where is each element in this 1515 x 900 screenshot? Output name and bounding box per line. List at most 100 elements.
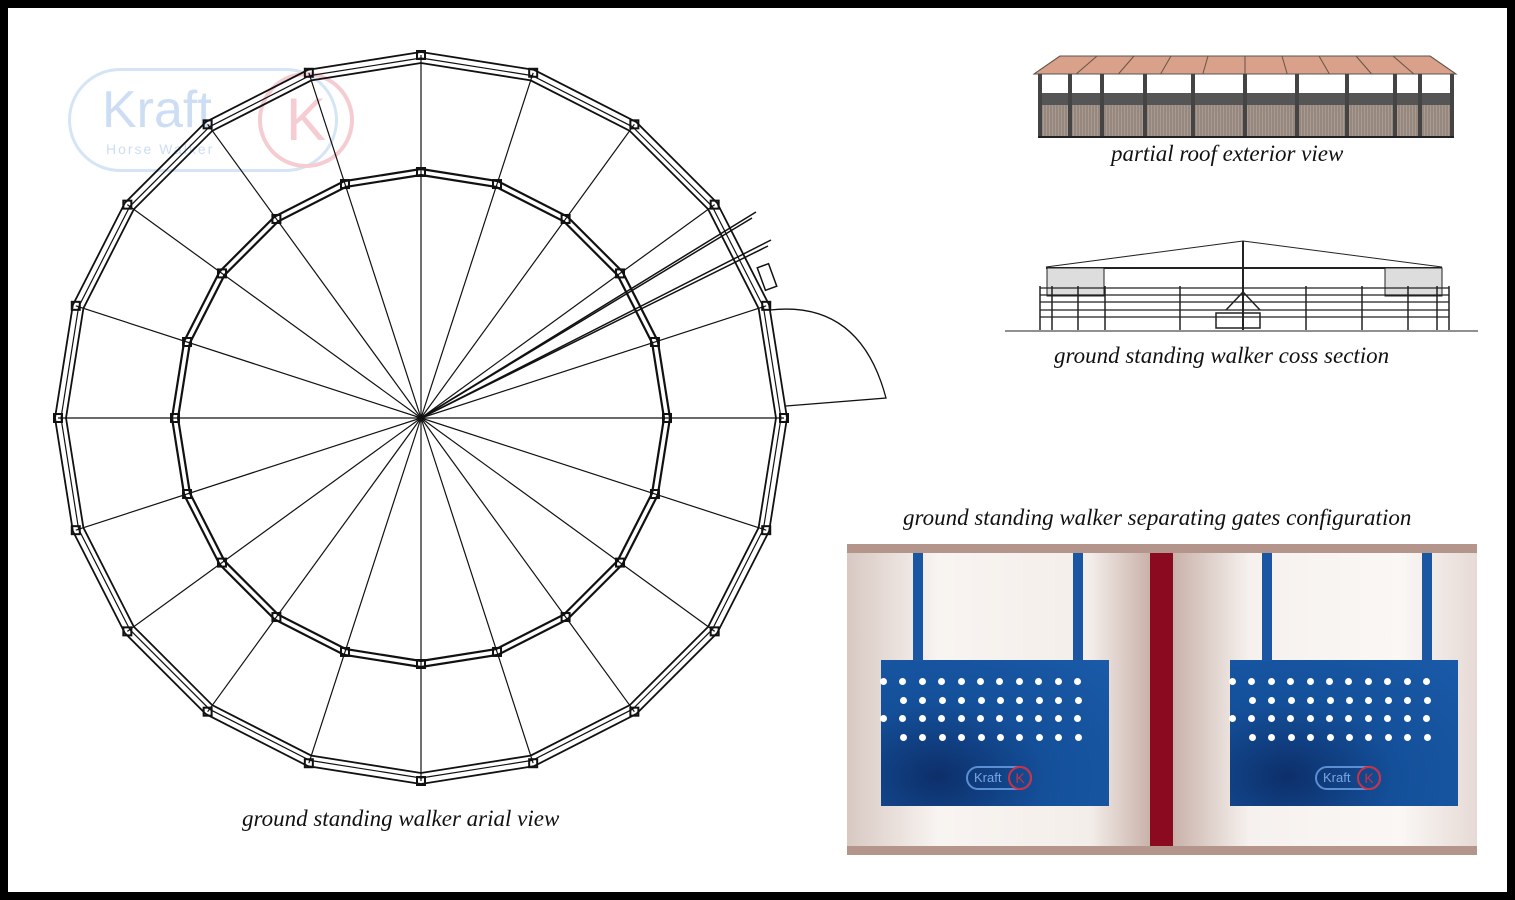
caption-aerial-view: ground standing walker arial view — [242, 806, 560, 831]
roof-rib — [1318, 55, 1330, 75]
vent-hole — [1074, 678, 1081, 685]
post-node — [761, 300, 772, 311]
vent-hole — [1345, 678, 1353, 685]
vent-hole — [1364, 678, 1372, 685]
roof-post — [1068, 74, 1072, 138]
gate-hanger — [1422, 553, 1432, 661]
roof-post — [1100, 74, 1104, 138]
vent-hole — [938, 696, 946, 704]
post-node — [761, 525, 772, 536]
post-node — [202, 119, 213, 130]
vent-hole — [1404, 733, 1412, 741]
roof-post — [1418, 74, 1422, 138]
post-node — [416, 776, 426, 786]
post-node — [182, 336, 193, 347]
post-node — [779, 413, 789, 423]
post-node — [709, 199, 720, 210]
vent-hole — [918, 678, 926, 685]
roof-rib — [1033, 55, 1061, 75]
roof-post — [1393, 74, 1397, 138]
gate-hanger — [913, 553, 923, 661]
vent-hole — [899, 715, 907, 722]
vent-hole — [1384, 696, 1392, 704]
post-node — [216, 557, 227, 568]
post-node — [629, 119, 640, 130]
vent-hole — [1365, 696, 1373, 704]
vent-hole — [900, 733, 907, 741]
caption-cross-section: ground standing walker coss section — [1054, 343, 1390, 368]
roof-rib — [1429, 55, 1457, 75]
vent-hole — [918, 715, 926, 722]
vent-hole — [958, 696, 966, 704]
spoke — [207, 123, 422, 419]
spoke — [308, 417, 422, 764]
vent-hole — [997, 696, 1004, 704]
vent-hole — [1307, 696, 1315, 704]
spoke — [308, 72, 422, 419]
post-node — [662, 413, 672, 423]
vent-hole — [1423, 715, 1430, 722]
post-node — [709, 626, 720, 637]
roof-post — [1295, 74, 1299, 138]
vent-hole — [1035, 696, 1043, 704]
diagram-canvas: Kraft Horse Walker K ground standing wal… — [8, 8, 1507, 892]
vent-hole — [1287, 733, 1295, 741]
vent-hole — [919, 733, 927, 741]
post-node — [416, 167, 426, 177]
vent-hole — [1054, 678, 1062, 685]
vent-hole — [1287, 678, 1295, 685]
spoke — [420, 417, 635, 713]
vent-hole — [1054, 715, 1062, 722]
spoke — [75, 417, 422, 531]
vent-hole — [997, 733, 1004, 741]
post-node — [170, 413, 180, 423]
post-node — [303, 67, 314, 78]
vent-hole — [1346, 696, 1353, 704]
roof-line — [1045, 240, 1244, 268]
vent-hole — [977, 715, 984, 722]
vent-hole — [1267, 715, 1275, 722]
vent-hole — [938, 715, 946, 722]
spoke — [420, 417, 767, 531]
bottom-rail — [847, 846, 1477, 855]
mesh-panel — [1384, 267, 1443, 297]
spoke — [75, 305, 422, 419]
post-node — [615, 268, 626, 279]
spoke — [126, 204, 422, 419]
vent-hole — [1365, 733, 1373, 741]
vent-hole — [1015, 715, 1023, 722]
post-node — [528, 67, 539, 78]
roof-post — [1038, 74, 1042, 138]
post-node — [122, 626, 133, 637]
vent-hole — [1035, 678, 1043, 685]
vent-hole — [900, 696, 907, 704]
drive-box — [756, 262, 778, 292]
post-node — [339, 646, 350, 657]
vent-hole — [1248, 715, 1256, 722]
vent-hole — [1229, 678, 1236, 685]
gate-hanger — [1073, 553, 1083, 661]
vent-hole — [1268, 733, 1276, 741]
vent-hole — [977, 733, 985, 741]
post-node — [492, 179, 503, 190]
spoke — [420, 305, 767, 419]
center-post — [1150, 553, 1173, 846]
roof-rib — [1355, 55, 1372, 75]
vent-hole — [1326, 715, 1333, 722]
post-node — [182, 489, 193, 500]
vent-hole — [996, 678, 1004, 685]
vent-hole — [880, 678, 887, 685]
vent-hole — [1307, 733, 1315, 741]
spoke — [420, 204, 716, 419]
vent-hole — [1306, 715, 1314, 722]
roof-post — [1243, 74, 1247, 138]
walker-arm — [420, 217, 753, 419]
vent-hole — [1267, 678, 1275, 685]
vent-hole — [1384, 733, 1392, 741]
post-node — [202, 706, 213, 717]
spoke — [207, 417, 422, 713]
